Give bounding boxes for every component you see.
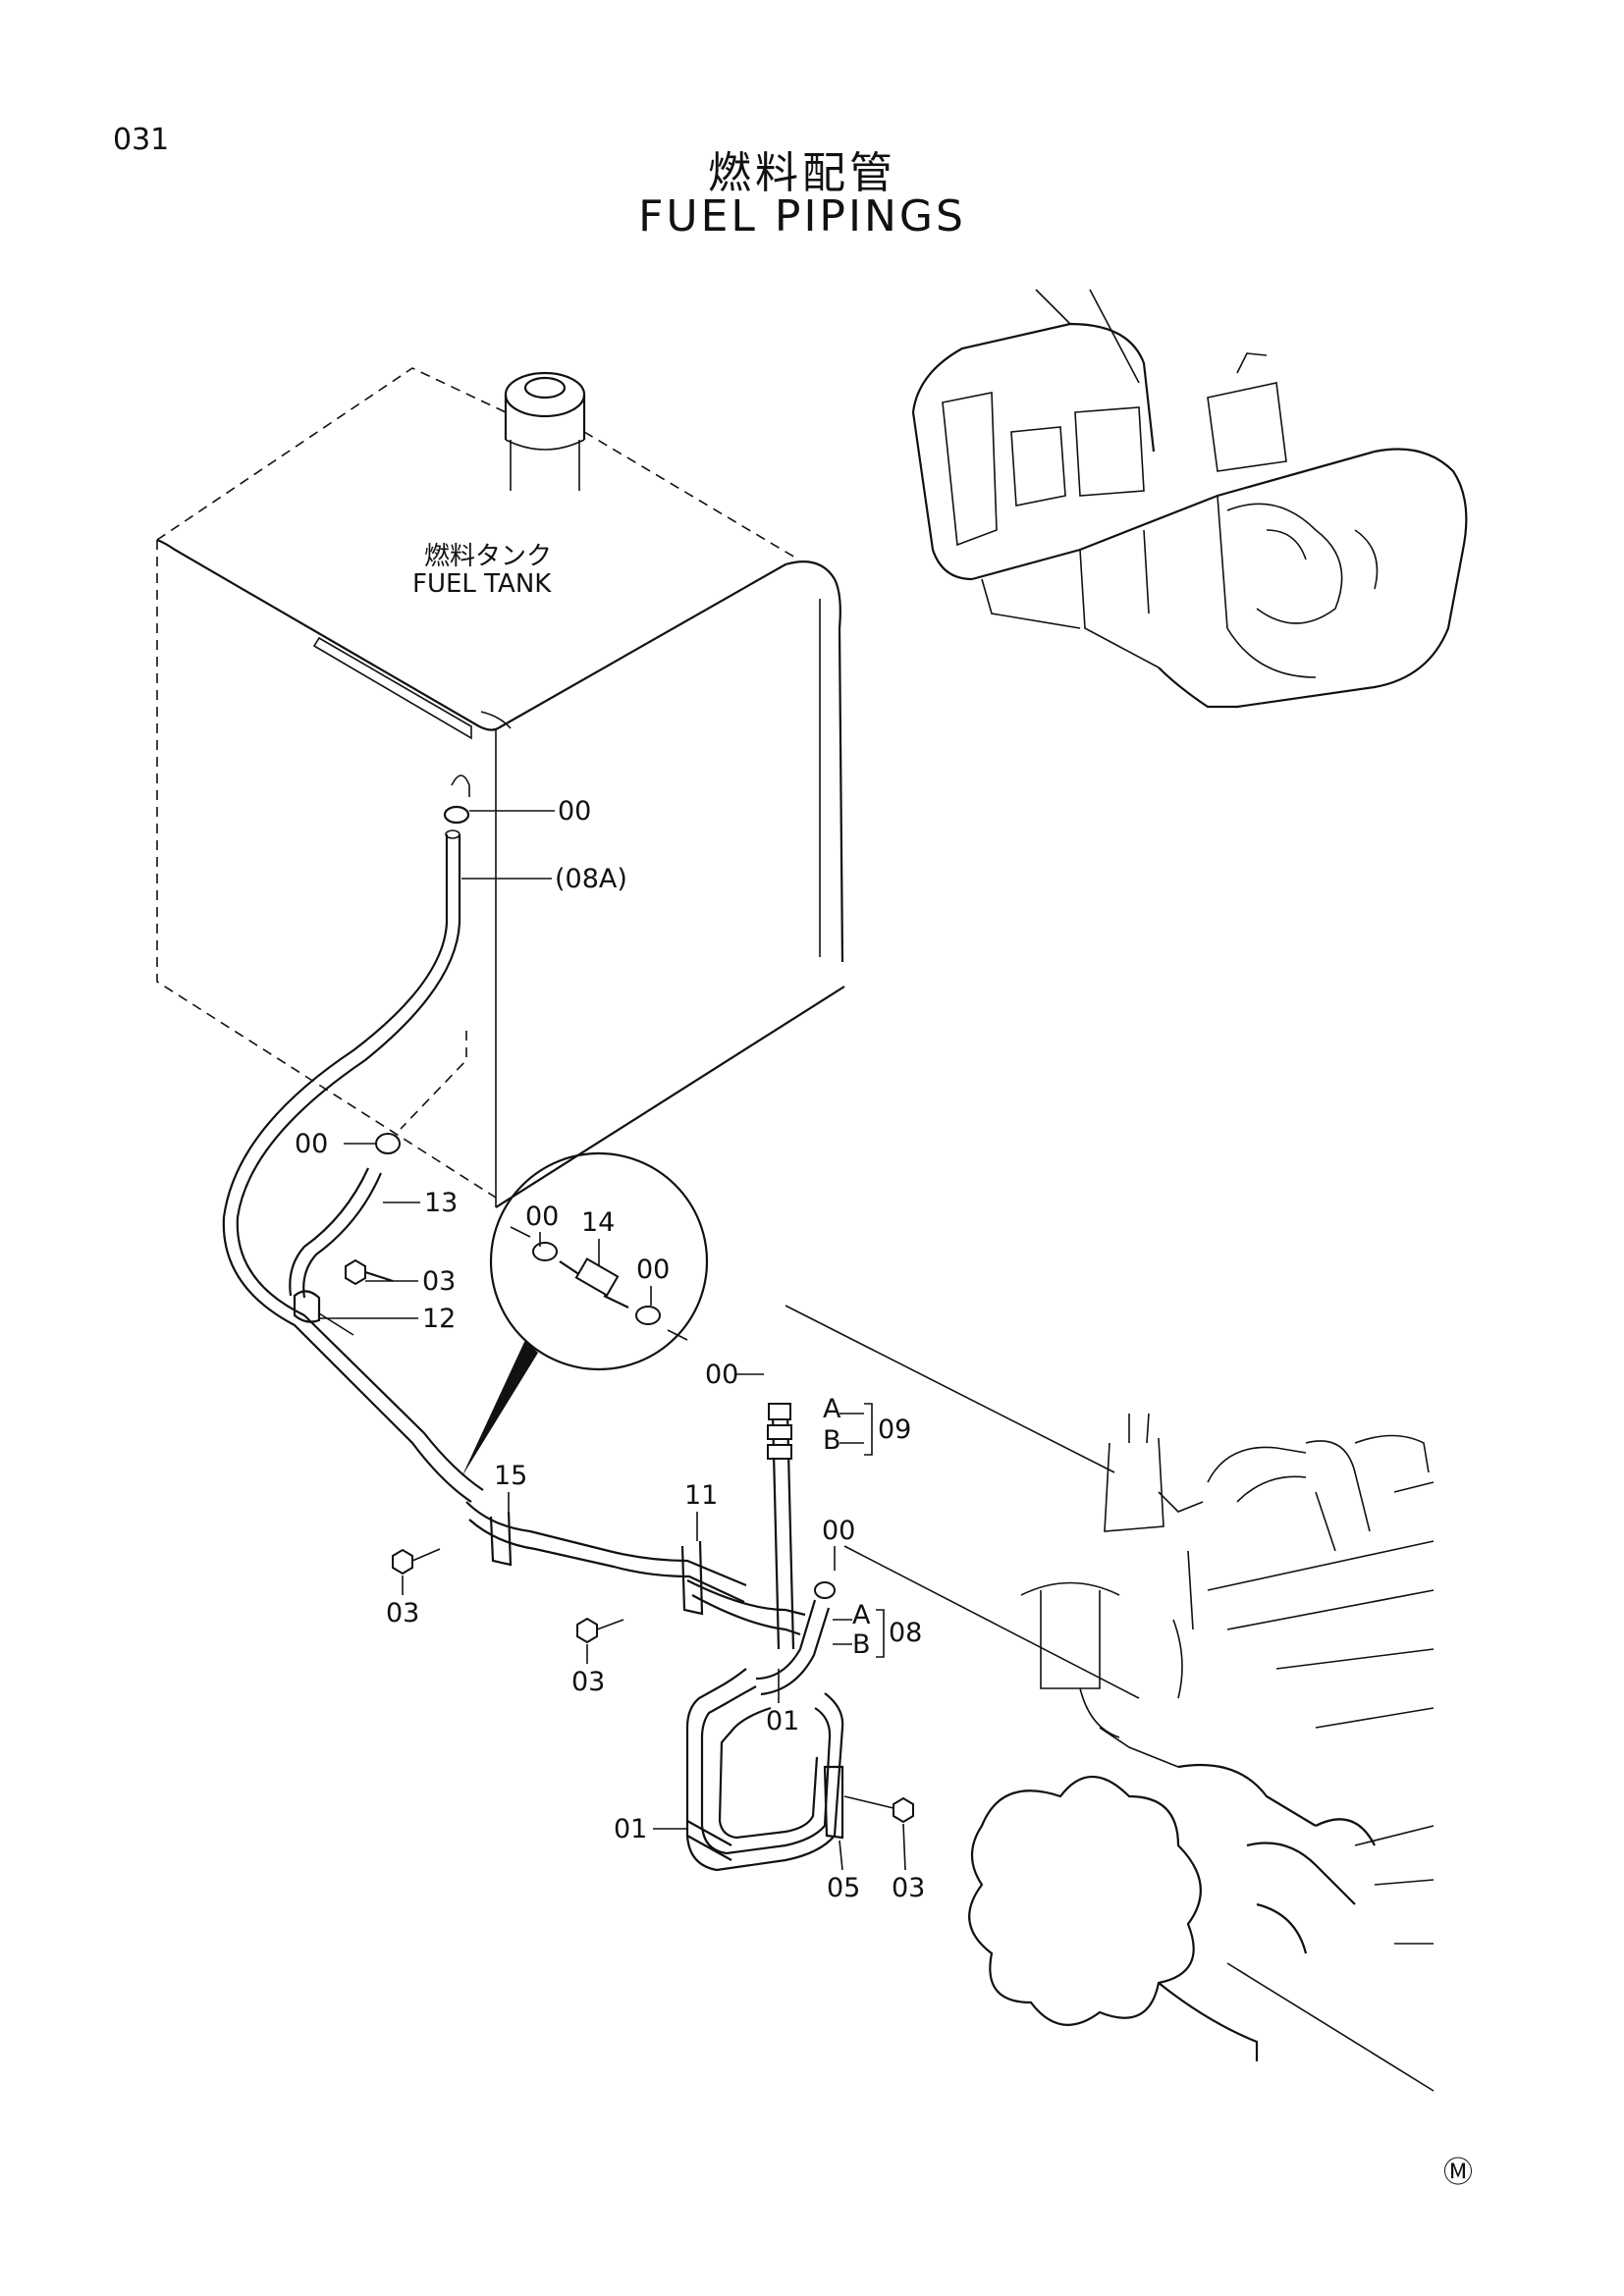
callout-05: 05 [827,1873,860,1903]
title-japanese: 燃料配管 [708,148,896,198]
callout-08: 08 [889,1618,922,1648]
callout-08-a: A [852,1600,871,1630]
callout-09: 09 [878,1415,911,1445]
filter-detail-circle [461,1151,709,1477]
fuel-tank [156,367,845,1208]
bolt-03-b [392,1548,441,1575]
engine [785,1305,1435,2092]
callout-08-b: B [852,1629,871,1660]
excavator-inset [911,289,1468,709]
callout-03-right: 03 [892,1873,925,1903]
callout-03-middle: 03 [571,1667,605,1697]
callout-00-detail-left: 00 [525,1201,559,1232]
callout-01-upper: 01 [766,1706,799,1736]
callout-09-b: B [823,1425,841,1456]
callout-14: 14 [581,1207,615,1238]
callout-11: 11 [684,1480,718,1511]
callout-08a: (08A) [555,864,627,894]
bolt-03-a [345,1258,394,1286]
callout-00-detail-right: 00 [636,1255,670,1285]
callout-00-tank: 00 [558,796,591,827]
leader-lines [319,810,906,1871]
fuel-pipe-08a [222,829,484,1503]
callout-00-pipe: 00 [822,1516,855,1546]
callout-13: 13 [424,1188,458,1218]
callout-00-hose: 00 [295,1129,328,1159]
clamp-12 [293,1290,354,1336]
fuel-tank-label-en: FUEL TANK [412,569,552,599]
callout-01-lower: 01 [614,1814,647,1844]
page-number: 031 [113,123,170,157]
fuel-pipe-main [465,1403,836,1696]
callout-00-fitting: 00 [705,1360,738,1390]
bolt-03-c [576,1617,624,1644]
callout-09-a: A [823,1394,841,1424]
callout-03-clamp: 03 [422,1266,456,1297]
callout-12: 12 [422,1304,456,1334]
callout-15: 15 [494,1461,527,1491]
callout-03-left: 03 [386,1598,419,1629]
title-english: FUEL PIPINGS [638,191,966,241]
m-mark: Ⓜ [1443,2156,1473,2190]
fuel-tank-label-jp: 燃料タンク [424,542,552,571]
return-hose-loop [685,1668,914,1872]
